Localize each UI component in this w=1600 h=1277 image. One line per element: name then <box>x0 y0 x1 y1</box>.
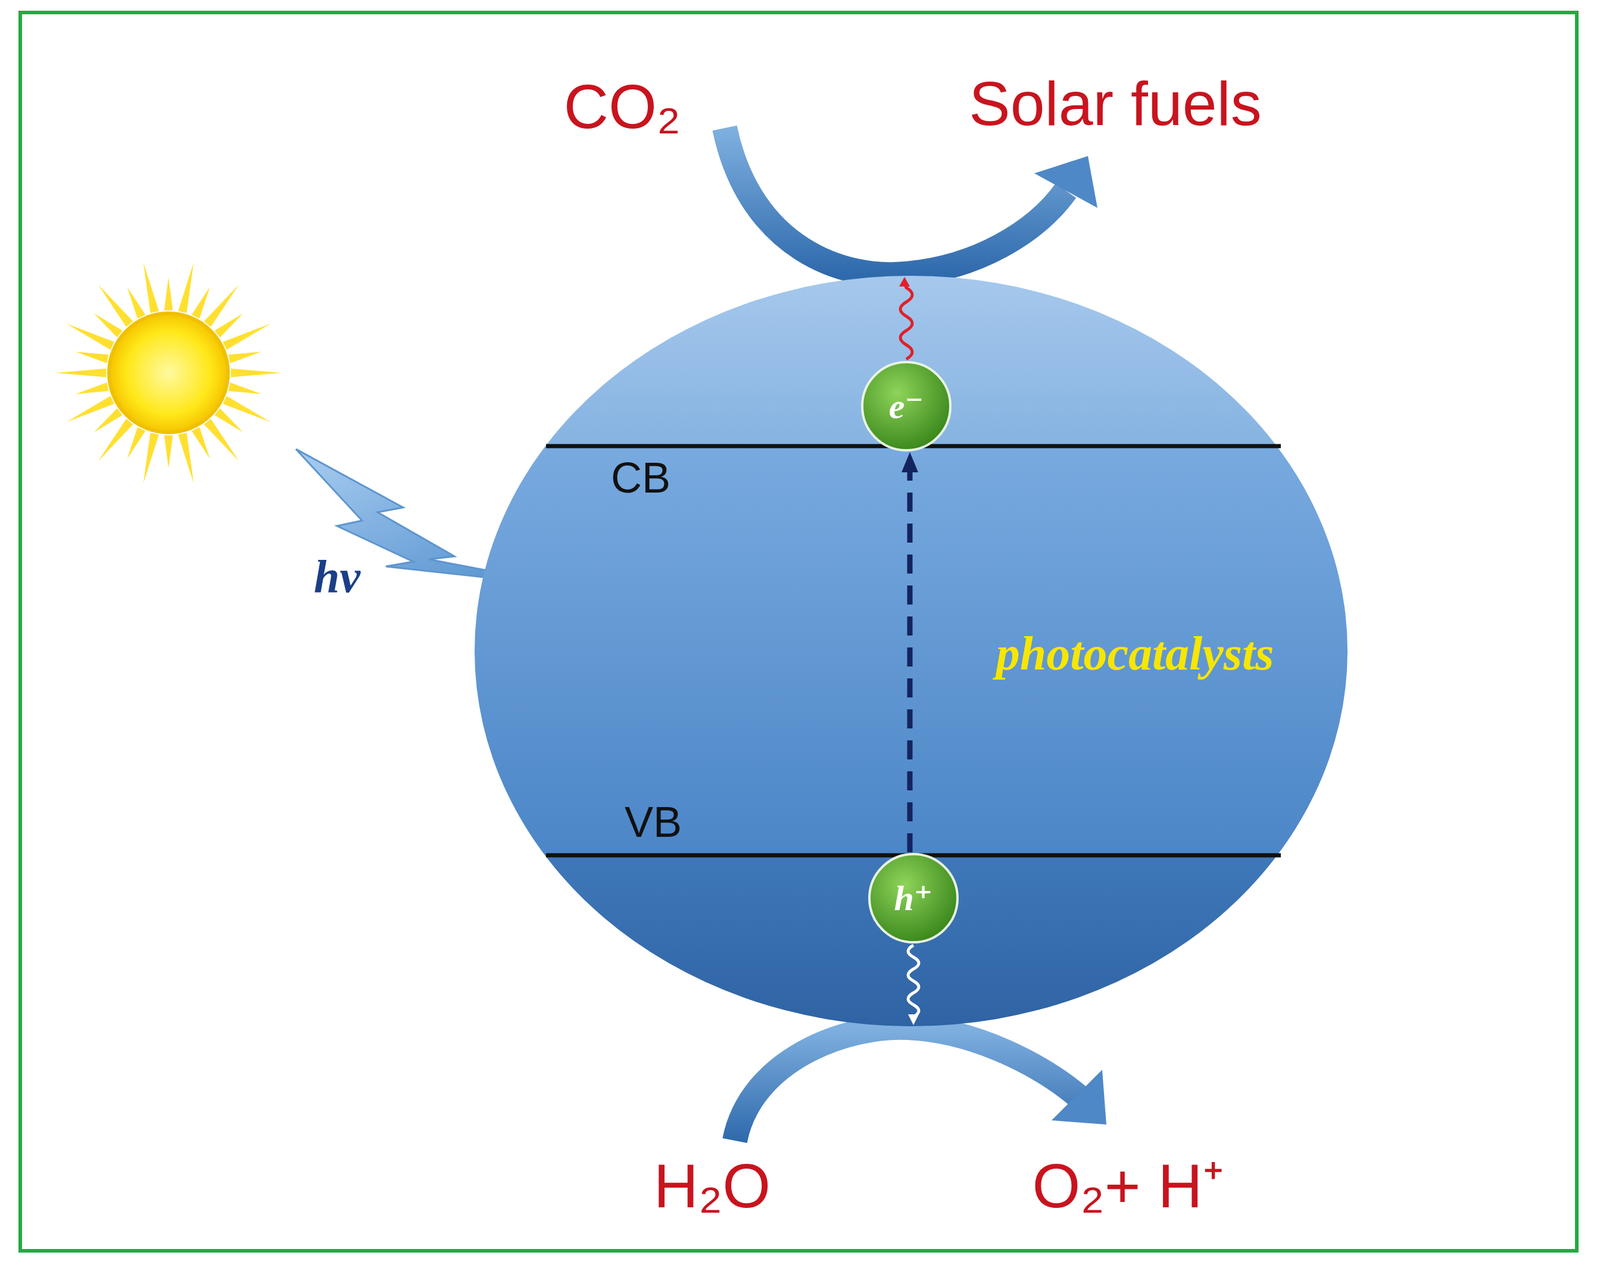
product-label: Solar fuels <box>968 68 1262 140</box>
sun-rays <box>55 262 282 483</box>
sun-ray <box>164 435 174 469</box>
sun-ray <box>127 426 146 459</box>
frame-border <box>20 12 1577 1251</box>
sun-ray <box>228 351 262 363</box>
sun-ray <box>98 284 134 327</box>
sun-ray <box>164 277 174 311</box>
band-label: CB <box>610 453 671 503</box>
carrier-label: e⁻ <box>889 385 924 427</box>
material-label: photocatalysts <box>996 625 1275 681</box>
hole-transfer <box>908 944 919 1017</box>
sun-ray <box>214 408 243 433</box>
sun-ray <box>143 262 159 314</box>
sun-ray <box>191 287 211 319</box>
sun-ray <box>231 368 282 378</box>
electron-transfer-head <box>899 276 910 287</box>
hole-transfer-head <box>908 1014 919 1025</box>
sun-ray <box>75 351 109 363</box>
oxidation-arrowhead <box>1051 1069 1107 1125</box>
sun-ray <box>191 426 211 459</box>
sun-ray <box>66 395 115 423</box>
product-label: O₂+ H⁺ <box>1032 1150 1224 1222</box>
electron-transfer <box>900 282 913 360</box>
sun-ray <box>66 323 115 351</box>
band-label: VB <box>624 797 682 847</box>
sun-ray <box>178 262 194 314</box>
sun-ray <box>55 368 106 378</box>
sun-ray <box>94 313 123 338</box>
reactant-label: H₂O <box>653 1150 771 1222</box>
sun-ray <box>127 287 146 319</box>
reduction-arrowhead <box>1034 156 1098 208</box>
excitation-arrow <box>901 451 919 853</box>
sun <box>108 313 229 433</box>
oxidation-arrow <box>734 1027 1078 1141</box>
sun-ray <box>214 313 243 338</box>
sun-ray <box>204 418 240 461</box>
sun-ray <box>143 432 159 483</box>
reactant-label: CO₂ <box>563 71 681 143</box>
sun-ray <box>94 408 123 433</box>
charge-carrier-circle: h⁺ <box>867 852 960 944</box>
sun-ray <box>75 382 109 394</box>
sun-ray <box>222 395 271 423</box>
sun-ray <box>178 432 194 483</box>
charge-carrier-circle: e⁻ <box>860 360 953 452</box>
sun-ray <box>228 382 262 394</box>
sun-ray <box>222 323 271 351</box>
photon-label: hν <box>313 549 361 604</box>
carrier-label: h⁺ <box>893 877 933 919</box>
reduction-arrow <box>724 128 1066 275</box>
